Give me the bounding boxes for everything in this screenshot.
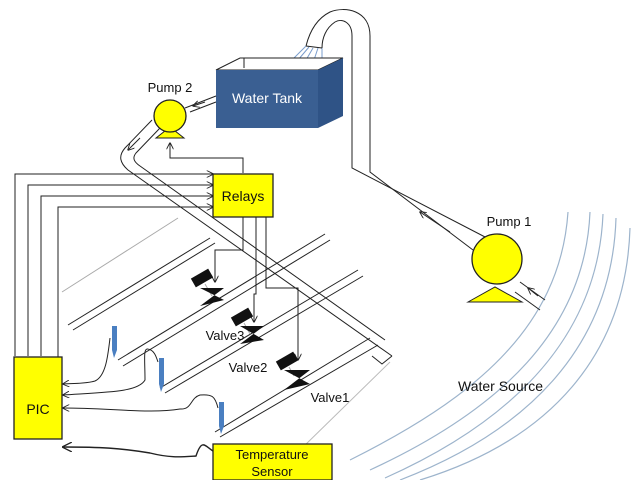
- field-edge: [61, 217, 179, 293]
- valve-3: [190, 268, 224, 306]
- temperature-sensor-label-2: Sensor: [251, 464, 293, 479]
- water-tank: Water Tank: [215, 57, 344, 128]
- sensor-wires: [63, 337, 219, 458]
- water-source-waves: [349, 211, 631, 480]
- flow-arrow-icon: [528, 288, 539, 297]
- moisture-sensor-3: [219, 402, 224, 434]
- flow-arrow-icon: [128, 137, 141, 150]
- pump2-label: Pump 2: [148, 80, 193, 95]
- main-supply-pipe: [305, 9, 546, 311]
- water-tank-label: Water Tank: [232, 90, 303, 106]
- valve-1: Valve2 Valve1: [229, 351, 350, 405]
- temperature-sensor-label-1: Temperature: [236, 447, 309, 462]
- temperature-sensor: Temperature Sensor: [212, 443, 333, 480]
- relays-label: Relays: [222, 188, 265, 204]
- flow-arrow-icon: [193, 102, 206, 106]
- pump2: Pump 2: [148, 80, 193, 139]
- flow-arrow-icon: [420, 212, 451, 233]
- pic-controller: PIC: [13, 356, 63, 440]
- field-edge: [299, 361, 391, 451]
- relays: Relays: [212, 173, 274, 218]
- valve2-label: Valve2: [229, 360, 268, 375]
- water-source-label: Water Source: [458, 378, 543, 394]
- moisture-sensor-1: [112, 326, 117, 358]
- control-lines: [14, 143, 298, 379]
- valve1-label: Valve1: [311, 390, 350, 405]
- moisture-sensor-2: [159, 358, 164, 392]
- pump2-pipe: [120, 95, 393, 365]
- pump1-label: Pump 1: [487, 214, 532, 229]
- pic-label: PIC: [26, 401, 49, 417]
- pump1: Pump 1: [466, 214, 532, 303]
- valve3-label: Valve3: [206, 328, 245, 343]
- valve-2: Valve3: [206, 307, 264, 344]
